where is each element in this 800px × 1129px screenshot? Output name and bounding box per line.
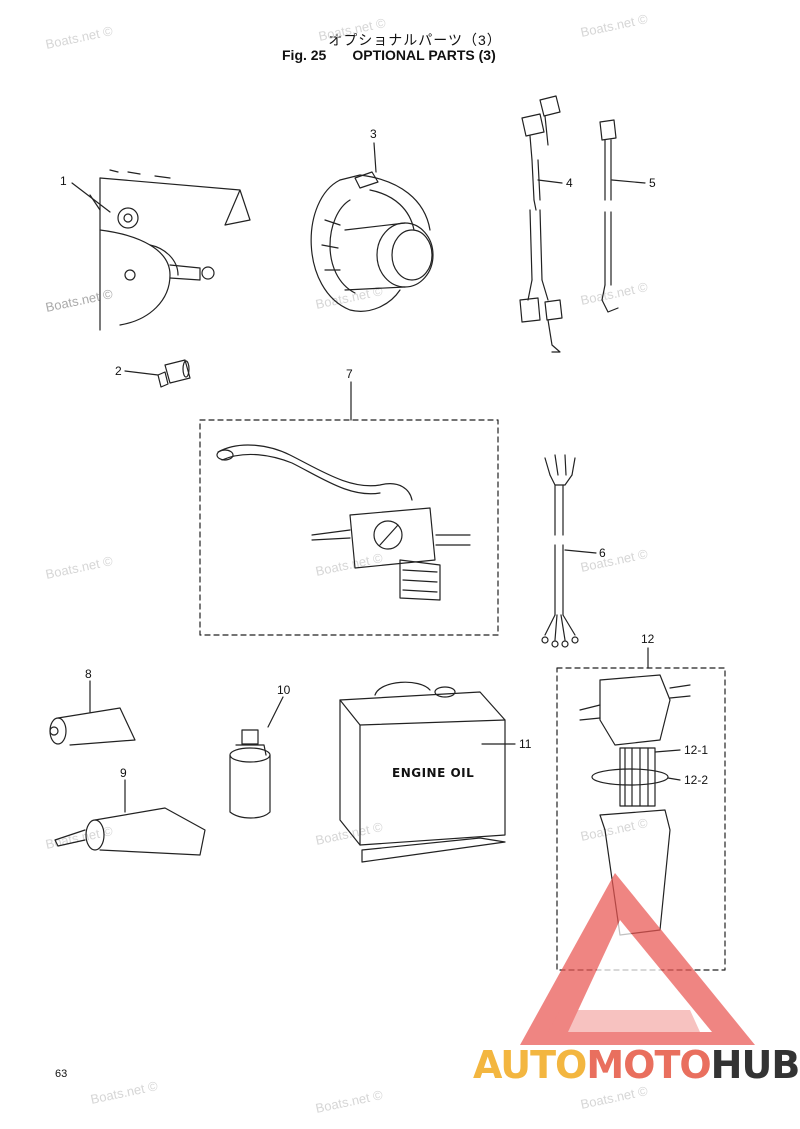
logo-part-moto: MOTO: [586, 1043, 711, 1087]
callout-11: 11: [519, 737, 532, 751]
logo-part-auto: AUTO: [473, 1043, 587, 1087]
callout-4: 4: [566, 176, 573, 190]
page-number: 63: [55, 1068, 68, 1080]
figure-title: Fig. 25 OPTIONAL PARTS (3): [282, 47, 522, 63]
callout-7: 7: [346, 367, 353, 381]
callout-8: 8: [85, 667, 92, 681]
logo-part-hub: HUB: [710, 1043, 800, 1087]
part-6-cable: [541, 454, 579, 648]
part-1-lower-unit: [89, 169, 251, 331]
part-9-grease: [54, 807, 206, 856]
logo-triangle: [520, 873, 755, 1045]
callout-9: 9: [120, 766, 127, 780]
callout-12: 12: [641, 632, 655, 646]
callout-10: 10: [277, 683, 291, 697]
part-10-spray: [229, 729, 271, 819]
logo-text: AUTOMOTOHUB: [473, 1043, 800, 1087]
part-5-lead: [599, 119, 619, 313]
title-japanese: オプショナルパーツ（3）: [328, 32, 502, 48]
callout-3: 3: [370, 127, 377, 141]
figure-caption: OPTIONAL PARTS (3): [352, 47, 496, 63]
part-11-oil-can: [339, 681, 506, 863]
callout-6: 6: [599, 546, 606, 560]
figure-number: Fig. 25: [282, 47, 327, 63]
part-8-tube: [49, 707, 136, 746]
callout-12-1: 12-1: [684, 743, 709, 757]
callout-12-2: 12-2: [684, 773, 709, 787]
part-2-cap: [157, 359, 191, 388]
part-3-ring: [310, 171, 434, 312]
callout-1: 1: [60, 174, 67, 188]
oil-label: ENGINE OIL: [392, 766, 475, 780]
callout-5: 5: [649, 176, 656, 190]
part-4-harness: [519, 95, 563, 353]
callout-2: 2: [115, 364, 122, 378]
part-7-primer: [199, 419, 499, 636]
